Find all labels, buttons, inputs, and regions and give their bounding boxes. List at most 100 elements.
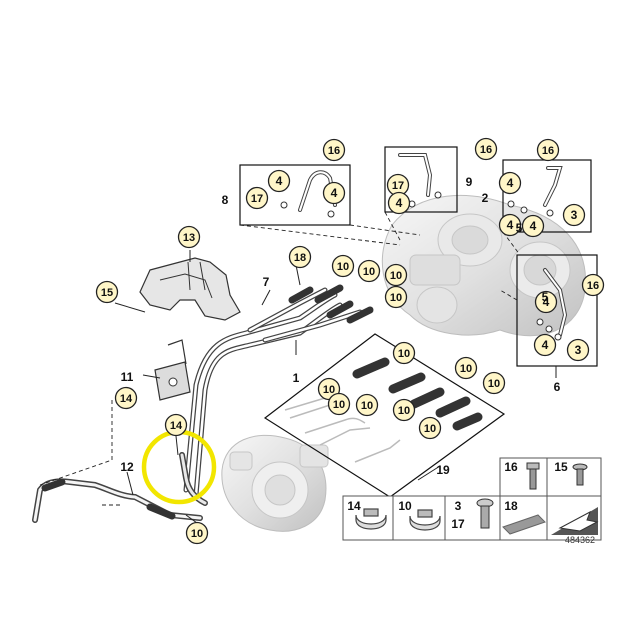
callout-circle xyxy=(185,521,209,545)
callout-number: 16 xyxy=(587,280,599,292)
callout-18: 18 xyxy=(288,245,312,269)
callout-number: 10 xyxy=(390,270,402,282)
callout-4: 4 xyxy=(387,191,411,215)
callout-10: 10 xyxy=(454,356,478,380)
callout-4: 4 xyxy=(534,290,558,314)
callout-circle xyxy=(384,285,408,309)
callout-10: 10 xyxy=(418,416,442,440)
callout-4: 4 xyxy=(533,333,557,357)
callout-circle xyxy=(357,259,381,283)
callout-number: 4 xyxy=(396,196,403,210)
callout-number: 15 xyxy=(101,287,113,299)
callout-circle xyxy=(533,333,557,357)
legend-label: 15 xyxy=(554,460,568,474)
callout-number: 18 xyxy=(294,252,306,264)
lower-hose xyxy=(32,478,203,523)
callout-3: 3 xyxy=(562,203,586,227)
callout-circle xyxy=(384,263,408,287)
legend-label: 14 xyxy=(347,499,361,513)
leader-lines xyxy=(39,211,521,506)
callout-circle xyxy=(482,371,506,395)
part-label-5: 5 xyxy=(516,221,523,235)
part-label-11: 11 xyxy=(121,370,134,384)
callout-circle xyxy=(331,254,355,278)
callout-number: 4 xyxy=(507,218,514,232)
group-box-9 xyxy=(384,146,458,213)
callout-circle xyxy=(288,245,312,269)
callout-number: 10 xyxy=(424,423,436,435)
callout-circle xyxy=(474,137,498,161)
legend-label: 17 xyxy=(451,517,465,531)
pad-icon xyxy=(502,514,546,535)
callout-4: 4 xyxy=(498,213,522,237)
callout-circle xyxy=(322,181,346,205)
callout-circle xyxy=(418,416,442,440)
callout-16: 16 xyxy=(581,273,605,297)
callout-circle xyxy=(387,191,411,215)
callout-circle xyxy=(536,138,560,162)
callout-circle xyxy=(581,273,605,297)
hose-14 xyxy=(179,452,208,506)
callout-number: 10 xyxy=(337,261,349,273)
sensor-housing xyxy=(154,339,191,401)
callout-10: 10 xyxy=(482,371,506,395)
callout-number: 16 xyxy=(480,144,492,156)
callout-circle xyxy=(498,171,522,195)
callout-10: 10 xyxy=(357,259,381,283)
callout-number: 16 xyxy=(328,145,340,157)
callout-circle xyxy=(327,392,351,416)
callout-10: 10 xyxy=(355,393,379,417)
group-box-8 xyxy=(239,164,351,226)
callout-circle xyxy=(454,356,478,380)
callout-10: 10 xyxy=(331,254,355,278)
callout-circle xyxy=(498,213,522,237)
callout-number: 14 xyxy=(170,420,183,432)
callout-circle xyxy=(355,393,379,417)
part-label-9: 9 xyxy=(466,175,473,189)
callout-number: 3 xyxy=(575,343,582,357)
callout-10: 10 xyxy=(384,285,408,309)
small-fittings xyxy=(280,191,562,341)
part-label-8: 8 xyxy=(222,193,229,207)
part-label-19: 19 xyxy=(436,463,450,477)
callout-circle xyxy=(392,341,416,365)
reference-number: 484362 xyxy=(565,535,595,545)
part-label-6: 6 xyxy=(554,380,561,394)
callout-4: 4 xyxy=(322,181,346,205)
turbo-lines xyxy=(298,153,568,337)
callout-number: 4 xyxy=(543,295,550,309)
legend-label: 16 xyxy=(504,460,518,474)
callout-circle xyxy=(322,138,346,162)
callout-16: 16 xyxy=(536,138,560,162)
part-label-1: 1 xyxy=(293,371,300,385)
callout-15: 15 xyxy=(95,280,119,304)
callout-4: 4 xyxy=(498,171,522,195)
callout-number: 10 xyxy=(398,405,410,417)
callout-14: 14 xyxy=(114,386,138,410)
callout-number: 10 xyxy=(323,384,335,396)
callout-number: 10 xyxy=(398,348,410,360)
callout-4: 4 xyxy=(267,169,291,193)
clamp-icon xyxy=(409,509,441,531)
callout-10: 10 xyxy=(392,341,416,365)
callout-16: 16 xyxy=(322,138,346,162)
callout-4: 4 xyxy=(521,214,545,238)
callout-circle xyxy=(534,290,558,314)
callout-circle xyxy=(521,214,545,238)
part-label-2: 2 xyxy=(482,191,489,205)
callout-number: 17 xyxy=(392,180,404,192)
callout-circle xyxy=(164,413,188,437)
callout-circle xyxy=(566,338,590,362)
highlight-circle xyxy=(141,429,217,505)
part-label-5: 5 xyxy=(542,290,549,304)
arrow-icon xyxy=(551,507,599,535)
legend-label: 3 xyxy=(455,499,462,513)
callout-circle xyxy=(392,398,416,422)
callout-10: 10 xyxy=(327,392,351,416)
callout-circle xyxy=(177,225,201,249)
hose-ends xyxy=(288,284,374,324)
callout-10: 10 xyxy=(392,398,416,422)
callout-14: 14 xyxy=(164,413,188,437)
callout-number: 17 xyxy=(251,193,263,205)
